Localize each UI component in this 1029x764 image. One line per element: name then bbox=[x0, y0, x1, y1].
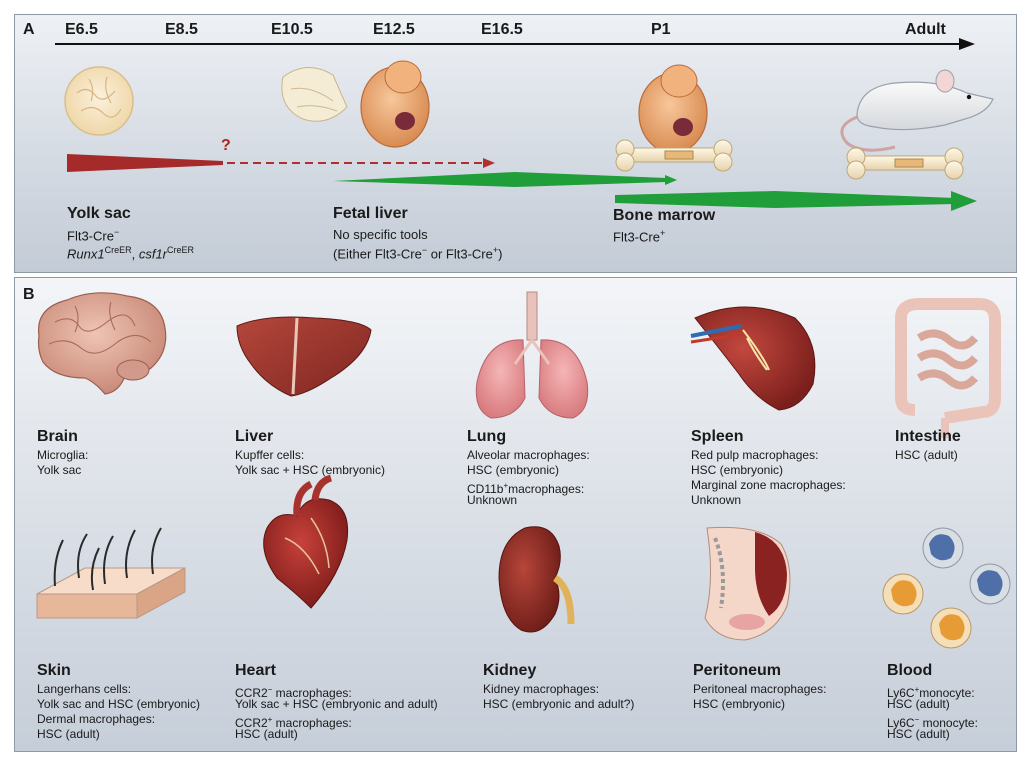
stage-adult: Adult bbox=[905, 21, 946, 39]
adult-bone-illustration bbox=[847, 148, 963, 179]
lung-title: Lung bbox=[467, 428, 506, 446]
liver-line-1: Kupffer cells: bbox=[235, 448, 304, 463]
blood-line-2: HSC (adult) bbox=[887, 697, 950, 712]
skin-title: Skin bbox=[37, 662, 71, 680]
bone-marrow-tool-line1: Flt3-Cre+ bbox=[613, 228, 665, 244]
peritoneum-illustration bbox=[705, 527, 790, 640]
panel-a: A E6.5 E8.5 E10.5 E12.5 E16.5 P1 Adult ?… bbox=[14, 14, 1017, 273]
kidney-line-1: Kidney macrophages: bbox=[483, 682, 599, 697]
skin-illustration bbox=[37, 528, 185, 618]
fetal-liver-title: Fetal liver bbox=[333, 205, 408, 223]
panel-b-label: B bbox=[23, 286, 35, 304]
fetal-liver-contribution-arrow bbox=[333, 172, 667, 187]
uncertainty-question-mark: ? bbox=[221, 137, 231, 155]
skin-line-4: HSC (adult) bbox=[37, 727, 100, 742]
yolk-sac-tool-line1: Flt3-Cre− bbox=[67, 227, 119, 243]
kidney-illustration bbox=[499, 527, 571, 632]
brain-line-2: Yolk sac bbox=[37, 463, 81, 478]
lung-line-1: Alveolar macrophages: bbox=[467, 448, 590, 463]
panel-b: B Brain Microglia: Yolk sac Liver Kupffe… bbox=[14, 277, 1017, 752]
stage-e6-5: E6.5 bbox=[65, 21, 98, 39]
bone-marrow-title: Bone marrow bbox=[613, 207, 715, 225]
kidney-line-2: HSC (embryonic and adult?) bbox=[483, 697, 634, 712]
skin-line-1: Langerhans cells: bbox=[37, 682, 131, 697]
yolk-sac-title: Yolk sac bbox=[67, 205, 131, 223]
kidney-title: Kidney bbox=[483, 662, 536, 680]
timeline-arrowhead bbox=[959, 38, 975, 50]
peritoneum-line-1: Peritoneal macrophages: bbox=[693, 682, 826, 697]
fetal-liver-tool-line1: No specific tools bbox=[333, 227, 428, 242]
spleen-title: Spleen bbox=[691, 428, 743, 446]
skin-line-2: Yolk sac and HSC (embryonic) bbox=[37, 697, 200, 712]
lung-illustration bbox=[476, 292, 587, 418]
brain-line-1: Microglia: bbox=[37, 448, 88, 463]
skin-line-3: Dermal macrophages: bbox=[37, 712, 155, 727]
brain-title: Brain bbox=[37, 428, 78, 446]
p1-newborn-illustration bbox=[639, 65, 707, 153]
intestine-illustration bbox=[901, 304, 995, 438]
spleen-illustration bbox=[691, 307, 815, 410]
blood-monocytes-illustration bbox=[883, 528, 1010, 648]
yolk-sac-tool-line2: Runx1CreER, csf1rCreER bbox=[67, 245, 194, 261]
lung-line-2: HSC (embryonic) bbox=[467, 463, 559, 478]
stage-e8-5: E8.5 bbox=[165, 21, 198, 39]
yolk-sac-dashed-arrowhead bbox=[483, 158, 495, 168]
heart-line-4: HSC (adult) bbox=[235, 727, 298, 742]
yolk-sac-contribution-arrow bbox=[67, 154, 223, 172]
e10-embryo-illustration bbox=[282, 61, 429, 147]
intestine-title: Intestine bbox=[895, 428, 961, 446]
blood-line-4: HSC (adult) bbox=[887, 727, 950, 742]
yolk-sac-illustration bbox=[65, 67, 133, 135]
fetal-liver-tool-line2: (Either Flt3-Cre− or Flt3-Cre+) bbox=[333, 245, 502, 261]
bone-marrow-contribution-arrow bbox=[615, 191, 955, 208]
panel-b-artwork bbox=[15, 278, 1016, 751]
liver-title: Liver bbox=[235, 428, 273, 446]
fetal-liver-arrowhead bbox=[665, 175, 677, 185]
heart-line-2: Yolk sac + HSC (embryonic and adult) bbox=[235, 697, 438, 712]
brain-illustration bbox=[39, 293, 166, 394]
heart-title: Heart bbox=[235, 662, 276, 680]
intestine-line-1: HSC (adult) bbox=[895, 448, 958, 463]
spleen-line-4: Unknown bbox=[691, 493, 741, 508]
bone-marrow-arrowhead bbox=[951, 191, 977, 211]
peritoneum-line-2: HSC (embryonic) bbox=[693, 697, 785, 712]
panel-a-artwork bbox=[15, 15, 1016, 272]
stage-e12-5: E12.5 bbox=[373, 21, 415, 39]
lung-line-4: Unknown bbox=[467, 493, 517, 508]
spleen-line-2: HSC (embryonic) bbox=[691, 463, 783, 478]
stage-e16-5: E16.5 bbox=[481, 21, 523, 39]
spleen-line-1: Red pulp macrophages: bbox=[691, 448, 818, 463]
panel-a-label: A bbox=[23, 21, 35, 39]
heart-illustration bbox=[264, 478, 348, 608]
liver-line-2: Yolk sac + HSC (embryonic) bbox=[235, 463, 385, 478]
blood-title: Blood bbox=[887, 662, 932, 680]
stage-e10-5: E10.5 bbox=[271, 21, 313, 39]
peritoneum-title: Peritoneum bbox=[693, 662, 781, 680]
liver-illustration bbox=[237, 317, 371, 396]
adult-mouse-illustration bbox=[842, 70, 993, 150]
spleen-line-3: Marginal zone macrophages: bbox=[691, 478, 846, 493]
stage-p1: P1 bbox=[651, 21, 671, 39]
